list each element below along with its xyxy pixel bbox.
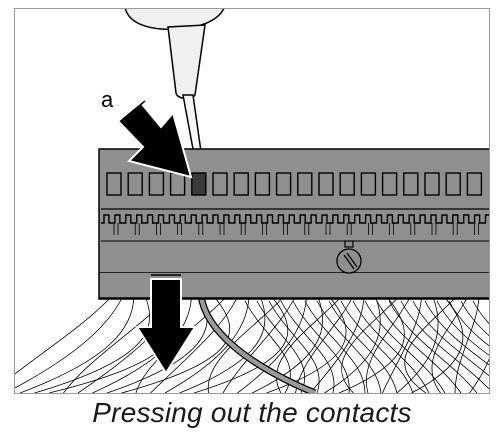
contact-slot bbox=[191, 172, 207, 196]
screwdriver-handle bbox=[167, 24, 206, 100]
pin-tick bbox=[156, 223, 161, 235]
contact-slots bbox=[106, 172, 483, 235]
terminal-comb bbox=[101, 214, 489, 224]
contact-slot bbox=[381, 172, 398, 196]
wire-strand bbox=[15, 296, 123, 389]
pin-tick bbox=[431, 223, 437, 235]
contact-slot bbox=[233, 172, 249, 196]
wire-strand bbox=[412, 300, 489, 377]
contact-slot bbox=[445, 172, 461, 196]
wire-strand bbox=[150, 296, 238, 393]
wire-strand bbox=[396, 296, 439, 393]
press-arrow-icon bbox=[116, 100, 193, 179]
wire-strand bbox=[207, 296, 284, 393]
wire-strand bbox=[431, 296, 468, 393]
wire-strand bbox=[365, 296, 411, 393]
wire-strand bbox=[15, 296, 112, 375]
wire-strand bbox=[376, 300, 462, 393]
pin-tick bbox=[177, 223, 182, 235]
pin-tick bbox=[219, 223, 225, 235]
connector-illustration: a bbox=[15, 9, 489, 393]
wire-strand bbox=[193, 296, 289, 393]
pin-tick bbox=[410, 223, 416, 235]
wire-strand bbox=[276, 296, 342, 393]
contact-slot bbox=[424, 172, 440, 196]
pin-tick bbox=[368, 223, 373, 235]
pull-arrow-icon bbox=[135, 274, 197, 375]
figure-caption: Pressing out the contacts bbox=[92, 397, 412, 428]
wire-strand bbox=[448, 300, 489, 347]
contact-slot bbox=[297, 172, 313, 196]
contact-slot bbox=[275, 172, 292, 196]
pin-tick bbox=[452, 223, 458, 235]
wire-strand bbox=[454, 296, 480, 393]
wire-strand bbox=[436, 300, 489, 356]
wire-strand bbox=[316, 300, 382, 393]
wire-strand bbox=[19, 296, 135, 393]
wire-strand bbox=[352, 300, 430, 393]
wire-strand bbox=[382, 296, 422, 393]
contact-slot bbox=[254, 172, 271, 196]
wire-strand bbox=[324, 296, 381, 393]
pin-tick bbox=[134, 223, 140, 235]
wire-bundle bbox=[15, 296, 489, 393]
wire-strand bbox=[256, 300, 306, 393]
wire-strand bbox=[404, 296, 457, 393]
pin-tick bbox=[240, 223, 246, 235]
wire-strand bbox=[280, 300, 335, 393]
wire-strand bbox=[222, 296, 296, 393]
wire-strand bbox=[340, 300, 414, 393]
pin-tick bbox=[113, 223, 119, 235]
wire-strand bbox=[304, 300, 366, 393]
wire-strand bbox=[121, 296, 231, 393]
wire-strand bbox=[268, 300, 320, 393]
wire-strand bbox=[388, 300, 478, 393]
pin-tick bbox=[283, 223, 288, 235]
pin-tick bbox=[262, 223, 267, 235]
wire-strand bbox=[292, 300, 350, 393]
wire-strand bbox=[364, 300, 446, 393]
callout-label-a: a bbox=[101, 87, 114, 112]
wire-strand bbox=[400, 300, 489, 390]
wire-strand bbox=[179, 296, 266, 393]
pin-tick bbox=[304, 223, 310, 235]
contact-slot bbox=[148, 172, 165, 196]
wire-strand bbox=[424, 300, 489, 366]
contact-slot bbox=[403, 172, 419, 196]
pin-tick bbox=[346, 223, 352, 235]
lock-symbol-icon bbox=[336, 240, 362, 274]
wire-strand bbox=[460, 300, 489, 337]
contact-slot bbox=[339, 172, 355, 196]
wire-strand bbox=[341, 296, 399, 393]
hand-shape bbox=[124, 9, 225, 31]
wire-strand bbox=[309, 296, 365, 393]
pin-tick bbox=[474, 223, 479, 235]
wire-strand bbox=[472, 300, 489, 325]
contact-slot bbox=[127, 172, 143, 196]
contact-slot bbox=[360, 172, 377, 196]
wire-strand bbox=[328, 300, 398, 393]
wire-strand bbox=[469, 358, 489, 393]
pin-tick bbox=[325, 223, 331, 235]
pin-tick bbox=[389, 223, 394, 235]
figure-frame: a bbox=[14, 8, 490, 394]
contact-slot bbox=[318, 172, 334, 196]
pin-tick bbox=[198, 223, 204, 235]
wire-strand bbox=[34, 296, 151, 393]
contact-slot bbox=[169, 172, 186, 196]
contact-slot bbox=[106, 172, 122, 196]
contact-slot bbox=[212, 172, 228, 196]
contact-slot bbox=[466, 172, 483, 196]
wire-strand bbox=[237, 296, 307, 393]
